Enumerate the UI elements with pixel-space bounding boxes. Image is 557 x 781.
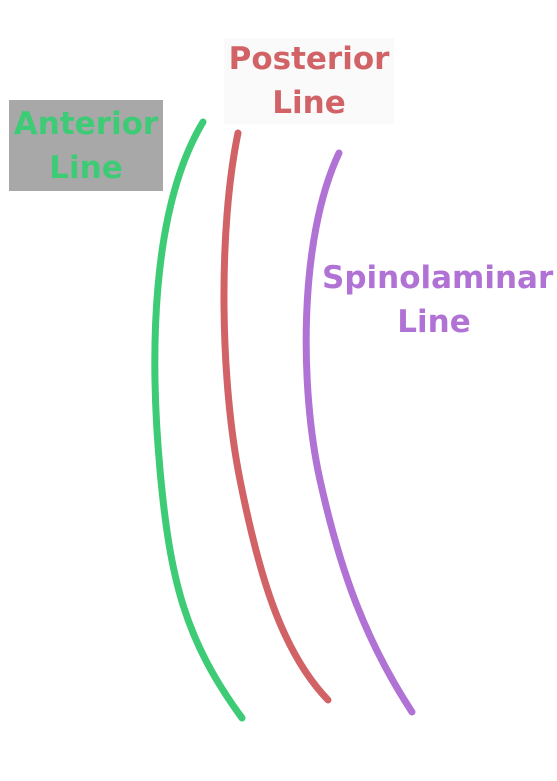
spinolaminar-line-curve: [302, 149, 416, 716]
posterior-line-curve: [220, 129, 332, 704]
anterior-label-background: [9, 100, 163, 191]
spinolaminar-label-line-1: Spinolaminar: [322, 260, 554, 296]
posterior-label-line-2: Line: [272, 85, 346, 121]
anterior-label-line-2: Line: [49, 150, 123, 186]
posterior-line-label: Posterior Line: [224, 37, 394, 125]
anterior-label-line-1: Anterior: [13, 106, 159, 142]
spinolaminar-line-label: Spinolaminar Line: [322, 256, 554, 344]
posterior-label-line-1: Posterior: [228, 41, 390, 77]
posterior-label-background: [224, 38, 394, 124]
anterior-line-label: Anterior Line: [9, 102, 163, 190]
spinolaminar-label-line-2: Line: [397, 304, 471, 340]
anterior-line-curve: [151, 118, 246, 722]
